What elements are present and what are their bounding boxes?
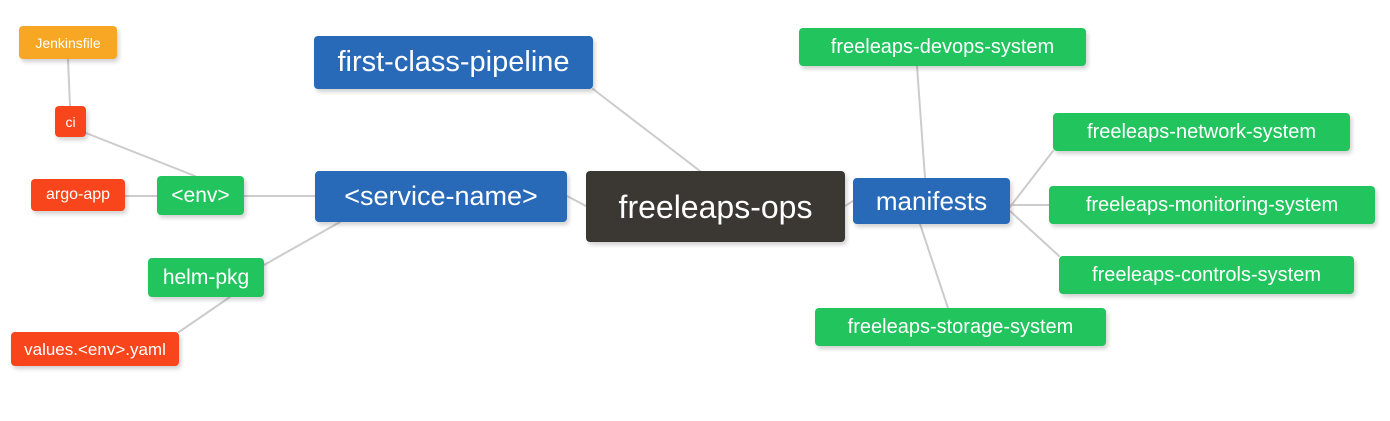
node-label: freeleaps-controls-system bbox=[1092, 264, 1321, 286]
node-label: <service-name> bbox=[344, 181, 538, 211]
node-label: freeleaps-ops bbox=[618, 188, 813, 225]
node-freeleaps-devops-system[interactable]: freeleaps-devops-system bbox=[799, 28, 1086, 66]
node-label: Jenkinsfile bbox=[35, 34, 101, 51]
node-first-class-pipeline[interactable]: first-class-pipeline bbox=[314, 36, 593, 89]
node-values-yaml[interactable]: values.<env>.yaml bbox=[11, 332, 179, 366]
node-freeleaps-controls-system[interactable]: freeleaps-controls-system bbox=[1059, 256, 1354, 294]
node-label: manifests bbox=[875, 186, 988, 216]
node-label: helm-pkg bbox=[162, 266, 250, 289]
node-helm-pkg[interactable]: helm-pkg bbox=[148, 258, 264, 297]
edge-manifests-to-freeleaps-network-system bbox=[1009, 150, 1054, 208]
node-ci[interactable]: ci bbox=[55, 106, 86, 137]
edge-service-name-to-helm-pkg bbox=[263, 221, 341, 266]
node-jenkinsfile[interactable]: Jenkinsfile bbox=[19, 26, 117, 59]
edge-freeleaps-ops-to-service-name bbox=[566, 195, 587, 207]
node-freeleaps-monitoring-system[interactable]: freeleaps-monitoring-system bbox=[1049, 186, 1375, 224]
node-label: freeleaps-storage-system bbox=[847, 316, 1074, 338]
edge-manifests-to-freeleaps-storage-system bbox=[919, 223, 949, 309]
node-freeleaps-storage-system[interactable]: freeleaps-storage-system bbox=[815, 308, 1106, 346]
edge-env-to-ci bbox=[85, 132, 196, 177]
edge-manifests-to-freeleaps-devops-system bbox=[916, 65, 926, 179]
node-env[interactable]: <env> bbox=[157, 176, 244, 215]
node-label: argo-app bbox=[45, 186, 111, 203]
node-label: <env> bbox=[171, 184, 230, 207]
node-freeleaps-network-system[interactable]: freeleaps-network-system bbox=[1053, 113, 1350, 151]
node-label: values.<env>.yaml bbox=[24, 339, 166, 359]
node-label: first-class-pipeline bbox=[337, 46, 570, 78]
node-label: freeleaps-devops-system bbox=[830, 36, 1055, 58]
node-label: ci bbox=[65, 113, 76, 130]
node-label: freeleaps-monitoring-system bbox=[1085, 194, 1339, 216]
edge-helm-pkg-to-values-yaml bbox=[178, 296, 231, 333]
node-argo-app[interactable]: argo-app bbox=[31, 179, 125, 211]
node-service-name[interactable]: <service-name> bbox=[315, 171, 567, 222]
edge-freeleaps-ops-to-manifests bbox=[844, 200, 854, 207]
node-manifests[interactable]: manifests bbox=[853, 178, 1010, 224]
node-label: freeleaps-network-system bbox=[1087, 121, 1316, 143]
edge-ci-to-jenkinsfile bbox=[67, 58, 71, 107]
edge-freeleaps-ops-to-first-class-pipeline bbox=[592, 88, 701, 172]
node-freeleaps-ops[interactable]: freeleaps-ops bbox=[586, 171, 845, 242]
